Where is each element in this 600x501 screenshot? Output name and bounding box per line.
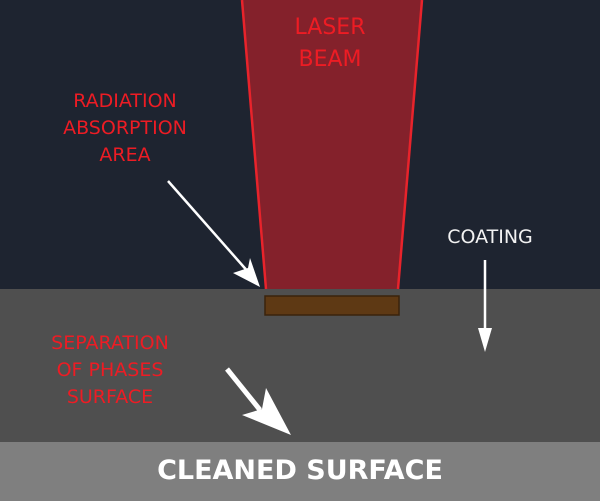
- coating-arrow-icon: [478, 260, 492, 352]
- separation-label-line: SURFACE: [66, 386, 154, 408]
- radiation-label-line: ABSORPTION: [63, 117, 187, 139]
- radiation-label-line: RADIATION: [73, 90, 177, 112]
- laser-beam-left-edge: [240, 0, 268, 290]
- radiation-absorption-area-label: RADIATION ABSORPTION AREA: [40, 88, 210, 169]
- absorption-area: [264, 295, 400, 316]
- separation-arrow-icon: [225, 367, 291, 435]
- cleaned-surface-layer: [0, 442, 600, 501]
- laser-beam-label-line: LASER: [294, 15, 366, 40]
- laser-beam-right-edge: [396, 0, 424, 290]
- separation-label-line: OF PHASES: [56, 359, 164, 381]
- radiation-arrow-icon: [167, 180, 260, 287]
- laser-beam: [242, 0, 422, 289]
- separation-label-line: SEPARATION: [51, 332, 169, 354]
- separation-of-phases-label: SEPARATION OF PHASES SURFACE: [30, 330, 190, 411]
- laser-beam-label: LASER BEAM: [270, 12, 390, 76]
- radiation-label-line: AREA: [99, 144, 151, 166]
- coating-label: COATING: [447, 226, 533, 248]
- laser-beam-label-line: BEAM: [298, 47, 362, 72]
- cleaned-surface-label: CLEANED SURFACE: [157, 455, 443, 486]
